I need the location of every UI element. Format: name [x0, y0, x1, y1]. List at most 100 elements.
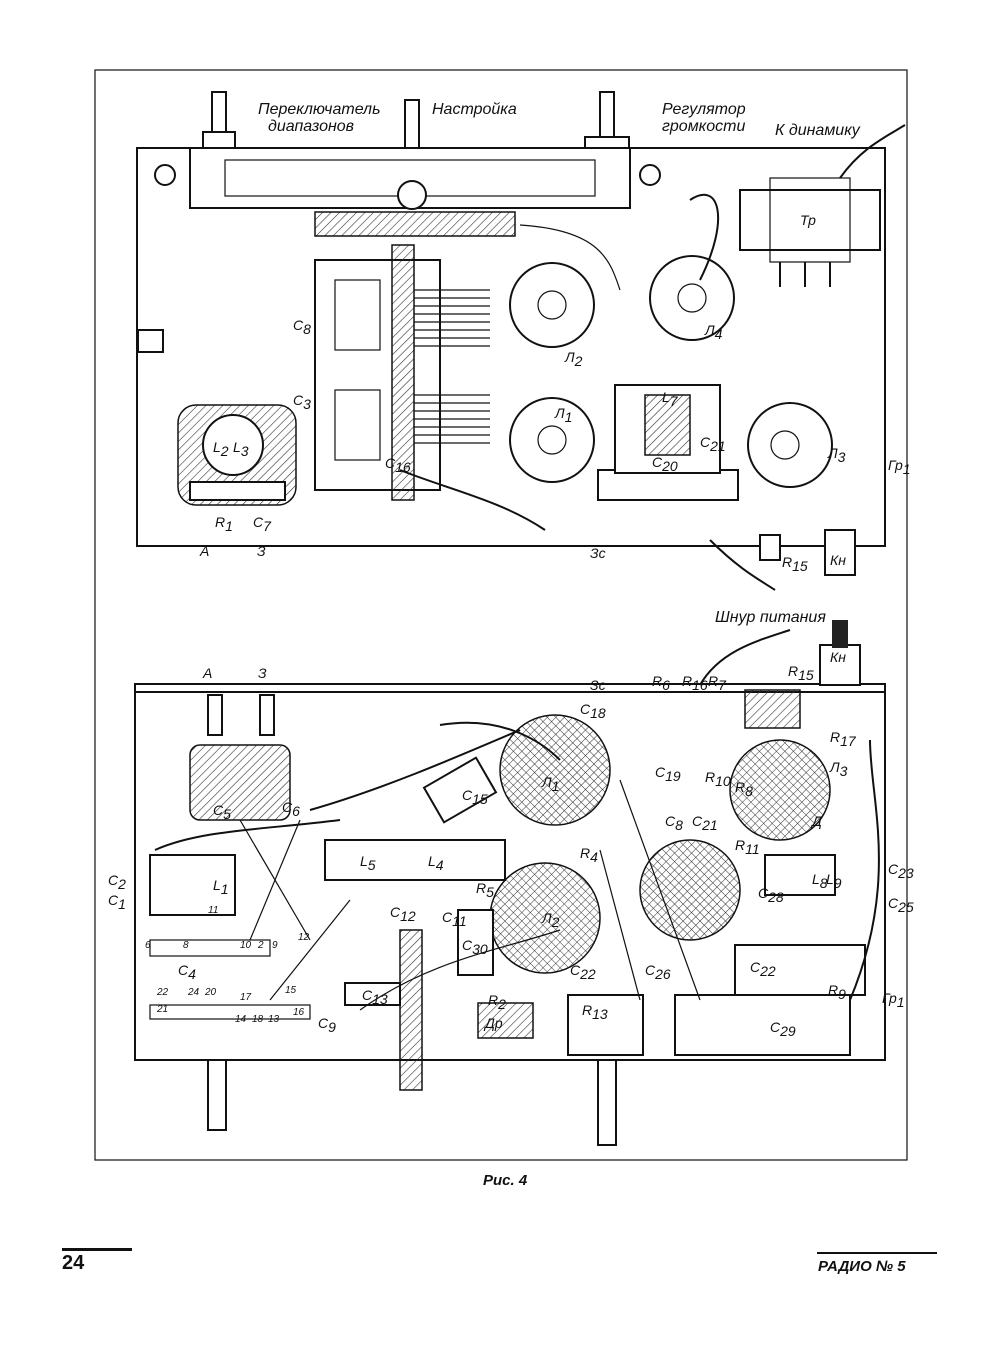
terminal-number: 17 — [240, 992, 252, 1003]
label-subscript: 23 — [897, 865, 914, 881]
label-subscript: 21 — [701, 817, 718, 833]
label-subscript: 3 — [303, 396, 311, 412]
dial-lamp — [397, 180, 427, 210]
wire — [239, 779, 701, 1011]
volume-resistor-r15 — [759, 534, 781, 561]
label-main: C — [462, 937, 473, 953]
resistor-r13 — [567, 994, 644, 1056]
component-label: L3 — [233, 439, 249, 459]
journal-rule — [817, 1252, 937, 1254]
component-label: Гр1 — [888, 457, 911, 477]
label-subscript: 4 — [590, 849, 598, 865]
label-main: L — [812, 871, 820, 887]
label-main: R — [708, 673, 718, 689]
label-main: Зс — [590, 677, 606, 693]
component-label: R2 — [488, 992, 506, 1012]
component-label: C2 — [108, 872, 126, 892]
label-subscript: 17 — [840, 733, 857, 749]
component-label: R15 — [788, 663, 814, 683]
label-subscript: 19 — [665, 768, 681, 784]
journal-title: РАДИО № 5 — [818, 1258, 906, 1275]
power-cord — [699, 629, 791, 686]
label-subscript: 5 — [223, 806, 231, 822]
label-main: Л — [564, 349, 575, 365]
label-main: L — [428, 853, 436, 869]
terminal-number: 13 — [268, 1014, 280, 1025]
label-subscript: 15 — [792, 558, 808, 574]
label-subscript: 2 — [551, 914, 560, 930]
terminal-number: 24 — [187, 987, 200, 998]
label-subscript: 4 — [715, 326, 723, 342]
label-main: Л — [827, 445, 838, 461]
label-main: C — [888, 895, 899, 911]
tuning-shaft — [404, 99, 420, 151]
choke-dr — [477, 1002, 534, 1039]
capacitor-c30 — [457, 909, 494, 976]
label-main: Тр — [800, 212, 816, 228]
component-label: R8 — [735, 779, 753, 799]
terminal-number: 22 — [156, 987, 169, 998]
tube-socket-l4 — [639, 839, 741, 941]
component-label: R11 — [735, 837, 760, 857]
component-label: C9 — [318, 1015, 336, 1035]
component-label: L5 — [360, 853, 376, 873]
label-main: C — [652, 454, 663, 470]
label-main: Л — [829, 759, 840, 775]
component-label: C11 — [442, 909, 467, 929]
terminal-strip — [149, 1004, 311, 1020]
label-subscript: 3 — [840, 763, 848, 779]
label-main: L — [213, 877, 221, 893]
component-label: Кн — [830, 552, 846, 568]
component-label: R10 — [705, 769, 731, 789]
component-label: C26 — [645, 962, 671, 982]
label-subscript: 8 — [820, 875, 828, 891]
tube-socket-l3 — [729, 739, 831, 841]
label-subscript: 2 — [117, 876, 126, 892]
page-number-rule — [62, 1248, 132, 1251]
label-main: C — [108, 872, 119, 888]
switch-shaft — [207, 1059, 227, 1131]
tube-socket-l3 — [747, 402, 833, 488]
component-label: C21 — [692, 813, 718, 833]
volume-shaft — [584, 91, 630, 152]
caption-volume: громкости — [662, 118, 745, 135]
label-subscript: 29 — [779, 1023, 796, 1039]
label-main: З — [258, 665, 267, 681]
label-main: Л — [541, 910, 552, 926]
tube-socket-l2 — [509, 262, 595, 348]
component-label: C5 — [213, 802, 231, 822]
component-label: L4 — [428, 853, 444, 873]
component-label: L1 — [213, 877, 229, 897]
label-subscript: 1 — [221, 881, 229, 897]
label-main: C — [385, 455, 396, 471]
component-label: Л1 — [554, 405, 572, 425]
label-main: C — [442, 909, 453, 925]
label-subscript: 18 — [590, 705, 606, 721]
label-subscript: 3 — [241, 443, 249, 459]
label-subscript: 5 — [368, 857, 376, 873]
component-label: C22 — [570, 962, 596, 982]
component-label: L7 — [662, 389, 679, 409]
component-label: Зс — [590, 545, 606, 561]
component-label: R13 — [582, 1002, 608, 1022]
switch-kn — [824, 529, 856, 576]
label-subscript: 16 — [395, 459, 411, 475]
capacitor-c15 — [422, 756, 498, 824]
label-main: L — [826, 871, 834, 887]
component-label: R5 — [476, 880, 494, 900]
component-label: C25 — [888, 895, 914, 915]
label-main: R — [682, 673, 692, 689]
label-subscript: 1 — [897, 994, 905, 1010]
component-label: R15 — [782, 554, 808, 574]
terminal-strip — [149, 939, 271, 957]
top-captions: Переключатель диапазонов Настройка Регул… — [258, 101, 861, 626]
component-label: C8 — [665, 813, 683, 833]
label-subscript: 21 — [709, 438, 726, 454]
label-subscript: 8 — [745, 783, 753, 799]
label-main: C — [645, 962, 656, 978]
label-main: R — [828, 982, 838, 998]
label-subscript: 15 — [798, 667, 814, 683]
page-number: 24 — [62, 1252, 85, 1274]
label-main: C — [108, 892, 119, 908]
